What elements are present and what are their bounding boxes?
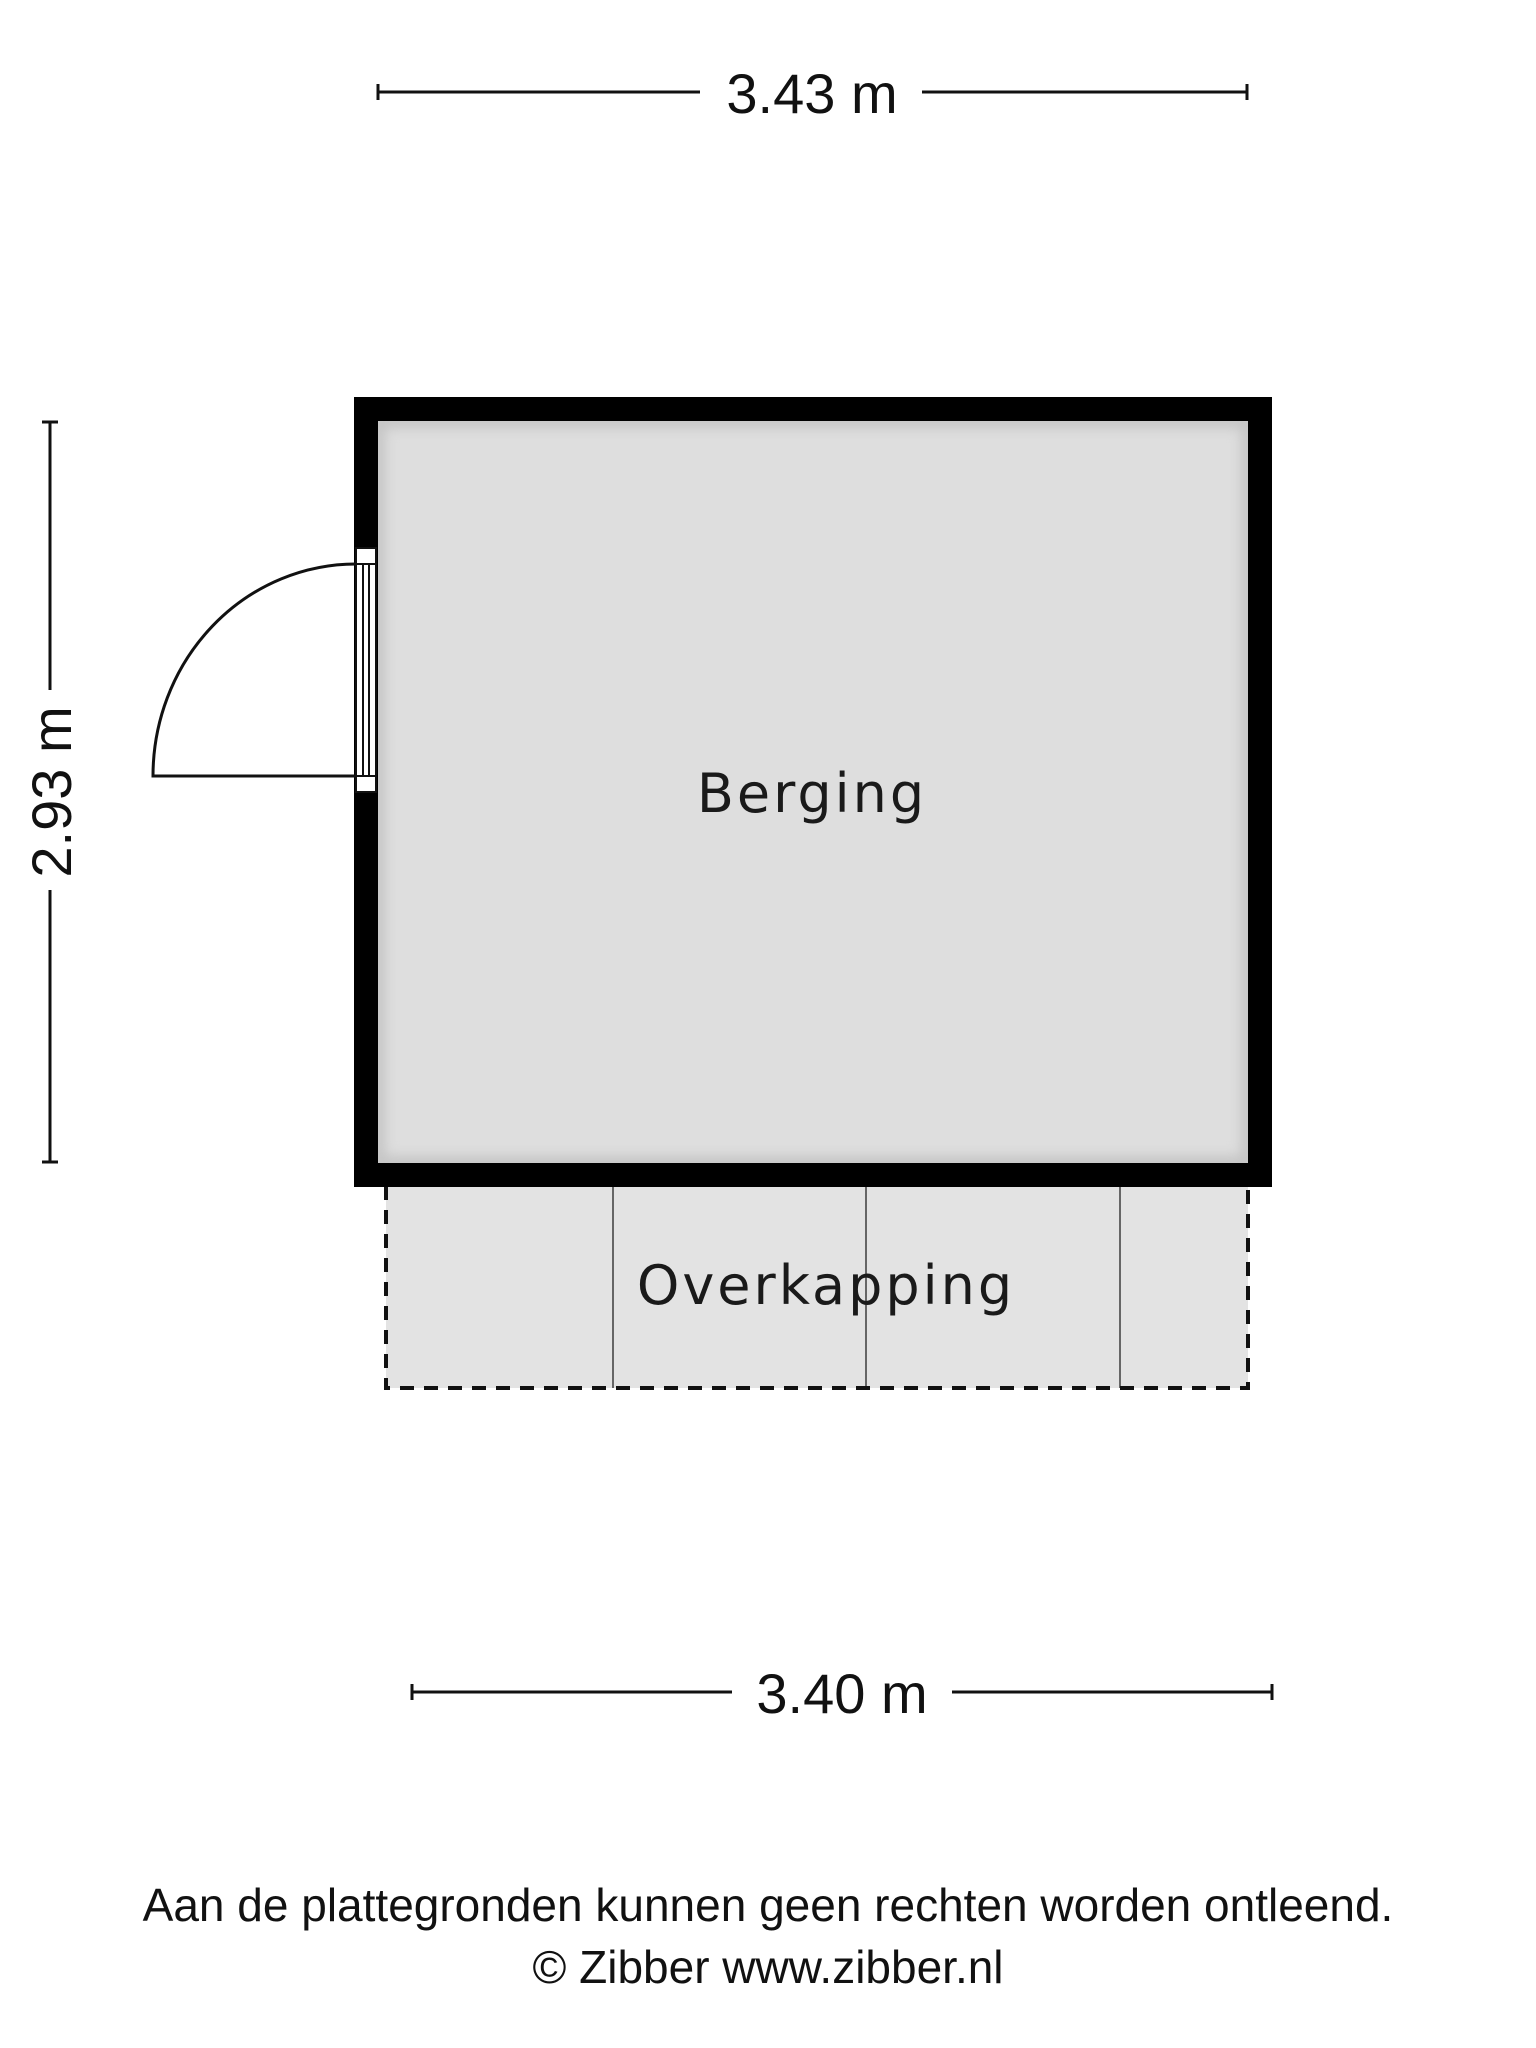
bottom-dimension: 3.40 m	[410, 1662, 1274, 1725]
storage-label: Berging	[697, 762, 927, 825]
copyright-text: © Zibber www.zibber.nl	[532, 1941, 1004, 1993]
disclaimer-text: Aan de plattegronden kunnen geen rechten…	[142, 1879, 1394, 1931]
left-dimension-label: 2.93 m	[20, 706, 83, 877]
left-dimension: 2.93 m	[20, 420, 83, 1164]
canopy-label: Overkapping	[637, 1254, 1015, 1317]
bottom-dimension-label: 3.40 m	[756, 1662, 927, 1725]
canopy-area: Overkapping	[384, 1186, 1250, 1390]
storage-room: Berging	[354, 397, 1272, 1187]
door	[151, 547, 377, 793]
top-dimension: 3.43 m	[376, 62, 1249, 125]
top-dimension-label: 3.43 m	[726, 62, 897, 125]
